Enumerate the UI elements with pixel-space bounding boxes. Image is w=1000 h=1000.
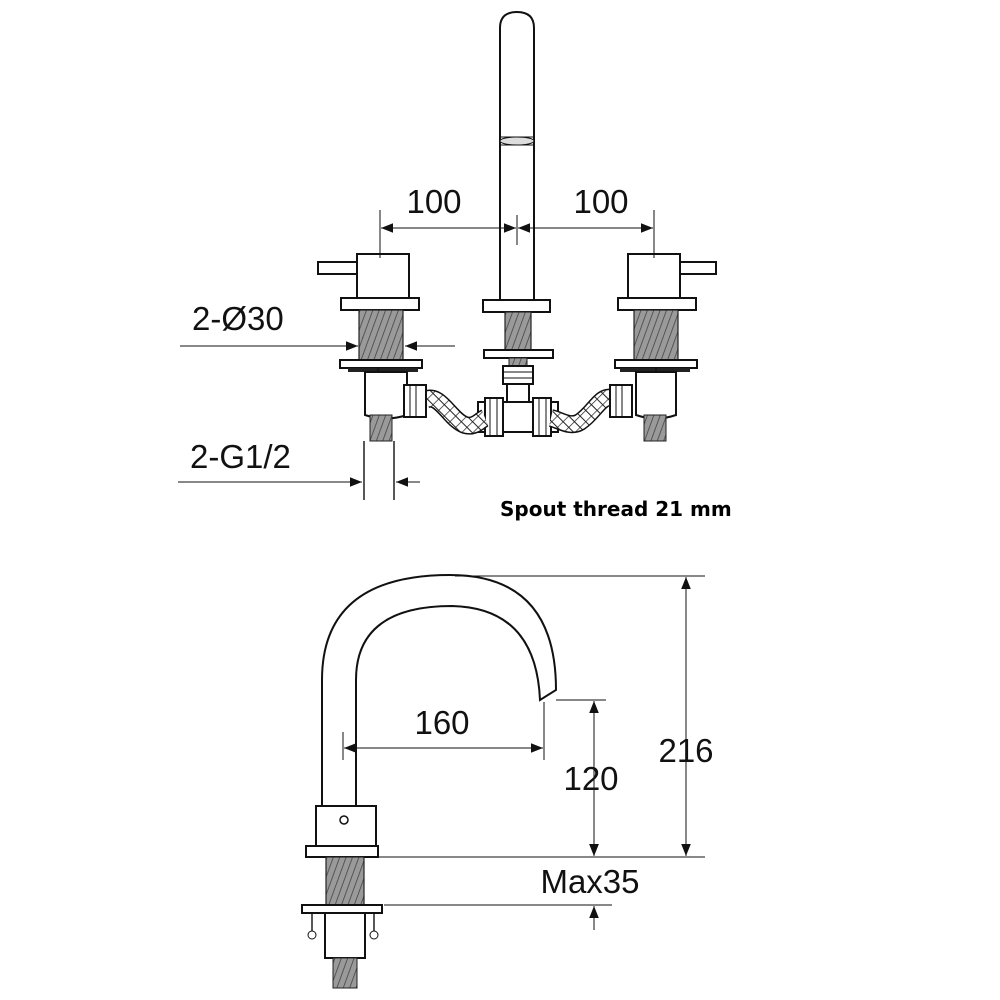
dim-total-height: 216: [658, 732, 713, 769]
spout-base-body: [301, 805, 383, 989]
dim-reach: 160: [414, 704, 469, 741]
valve-left-inlet: [363, 441, 395, 500]
hose-left: [420, 389, 490, 435]
dim-spacing-right: 100: [573, 183, 628, 220]
dim-deck-thickness: Max35: [540, 863, 639, 900]
valve-right: [609, 253, 717, 442]
extension-lines: [342, 575, 705, 906]
side-view: 160 120 216 Max35: [301, 573, 714, 989]
spout-base: [482, 299, 554, 405]
hose-right: [548, 388, 615, 434]
valve-left: [317, 253, 427, 442]
gooseneck-spout: [321, 573, 558, 809]
spout-tube: [499, 10, 535, 301]
dim-outlet-height: 120: [563, 760, 618, 797]
dim-thread: 2-G1/2: [190, 438, 291, 475]
spout-thread-note: Spout thread 21 mm: [500, 497, 732, 521]
dim-spacing-left: 100: [406, 183, 461, 220]
top-view: 100 100 2-Ø30 2-G1/2: [178, 10, 717, 500]
dim-diameter: 2-Ø30: [192, 300, 284, 337]
tee-connector: [477, 397, 559, 437]
dimension-spacing: [379, 210, 655, 258]
